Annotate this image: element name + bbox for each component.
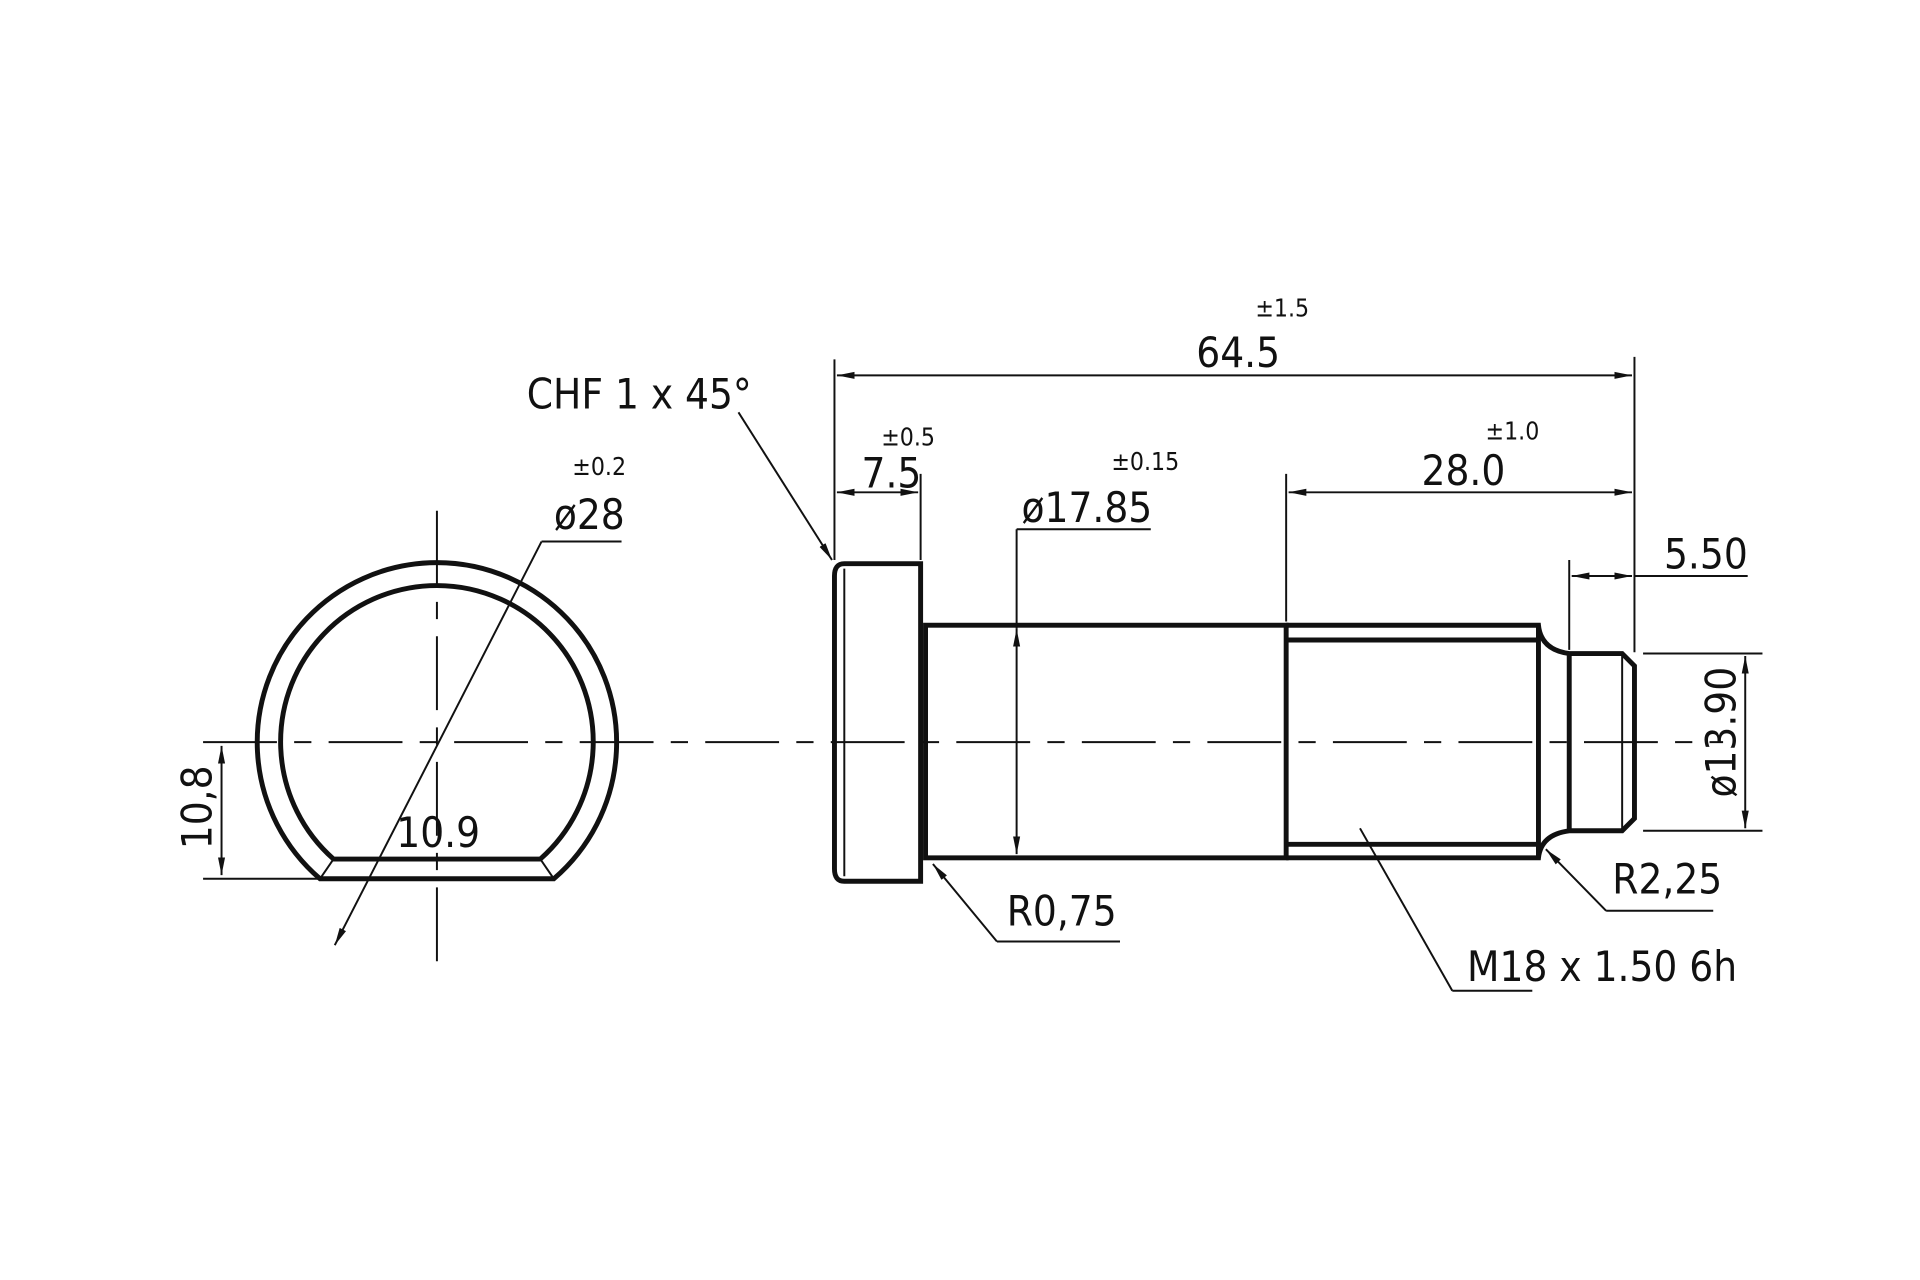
end-view-inner-profile [278,583,596,862]
tip-diameter-label: ø13.90 [1696,667,1745,798]
thread-spec-label: M18 x 1.50 6h [1467,942,1737,991]
neck-fillet-label: R2,25 [1612,855,1722,904]
head-length-label: 7.5 [862,448,922,497]
overall-length-label: 64.5 [1196,328,1280,377]
diameter-28-label: ø28 [554,490,625,539]
tip-length-label: 5.50 [1664,530,1748,579]
thread-length-label: 28.0 [1422,446,1506,495]
diameter-28-tolerance: ±0.2 [572,452,626,481]
shank-diameter-label: ø17.85 [1022,483,1153,532]
head-fillet-leader [932,863,998,943]
head-fillet-label: R0,75 [1007,887,1117,936]
pin-thread-and-tip [1286,622,1637,861]
end-view: ø28 ±0.2 10,8 10.9 [173,452,626,946]
thread-spec-leader [1359,827,1454,992]
neck-fillet-leader [1545,848,1607,912]
pin-head [832,561,924,884]
shank-diameter-tolerance: ±0.15 [1111,447,1179,476]
overall-length-tolerance: ±1.5 [1255,293,1309,322]
thread-length-tolerance: ±1.0 [1486,416,1540,445]
end-view-outer-profile [254,560,620,882]
pin-shank [923,622,1289,861]
side-view: 64.5 ±1.5 7.5 ±0.5 ø17.85 ±0.15 28.0 ±1.… [527,293,1763,992]
diameter-28-leader [333,541,543,946]
flat-depth-label: 10.9 [396,808,480,857]
chamfer-leader [737,411,833,561]
flat-height-label: 10,8 [173,765,222,849]
chamfer-note-label: CHF 1 x 45° [527,370,752,419]
head-length-tolerance: ±0.5 [881,423,935,452]
